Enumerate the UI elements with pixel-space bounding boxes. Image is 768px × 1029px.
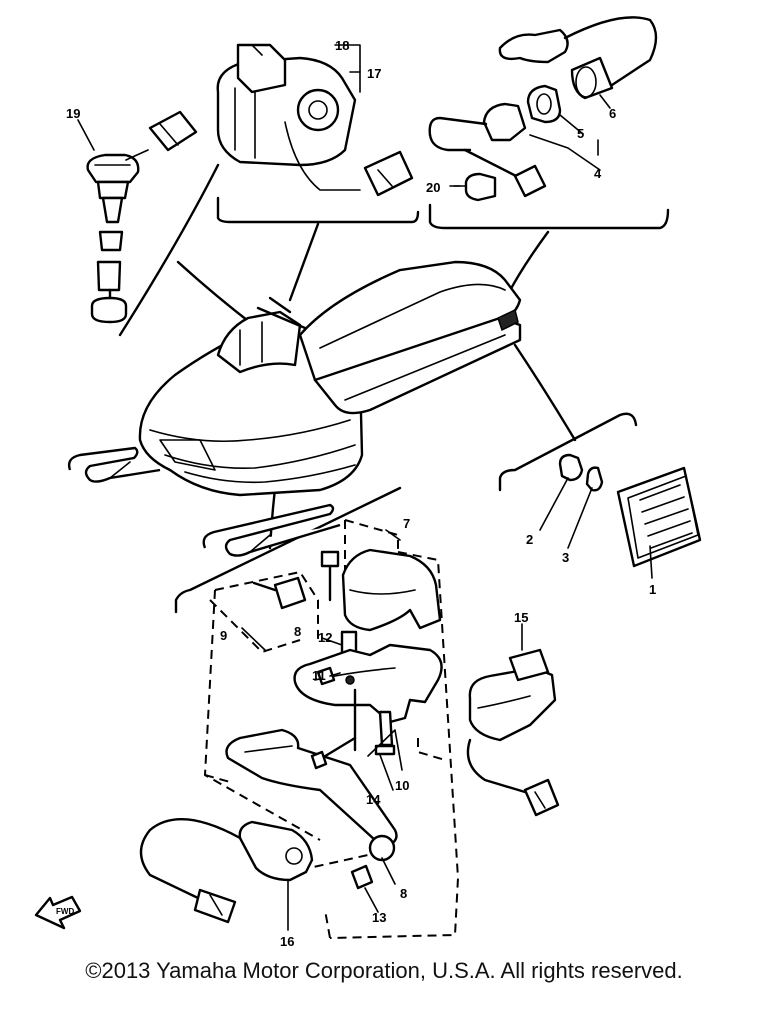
callout-20: 20 bbox=[426, 180, 440, 195]
callout-11: 11 bbox=[312, 668, 326, 683]
copyright-notice: ©2013 Yamaha Motor Corporation, U.S.A. A… bbox=[85, 958, 683, 983]
part-15-assembly bbox=[466, 648, 560, 817]
callout-17: 17 bbox=[367, 66, 381, 81]
snowmobile bbox=[67, 260, 522, 557]
callout-6: 6 bbox=[609, 106, 616, 121]
lens-hatch bbox=[639, 484, 693, 549]
part-17-18-assembly bbox=[216, 43, 414, 197]
callout-15: 15 bbox=[514, 610, 528, 625]
callout-9: 9 bbox=[220, 628, 227, 643]
callout-12: 12 bbox=[318, 630, 332, 645]
callout-16: 16 bbox=[280, 934, 294, 949]
callouts: 1 2 3 4 5 6 7 8 9 10 11 12 13 14 15 16 1… bbox=[66, 38, 656, 949]
callout-8-secondary: 8 bbox=[294, 624, 301, 639]
leader-lines bbox=[77, 44, 653, 931]
callout-10: 10 bbox=[395, 778, 409, 793]
callout-8: 8 bbox=[400, 886, 407, 901]
callout-19: 19 bbox=[66, 106, 80, 121]
fwd-arrow: FWD bbox=[34, 895, 82, 930]
part-19-assembly bbox=[86, 110, 198, 324]
callout-13: 13 bbox=[372, 910, 386, 925]
part-1-2-3-assembly bbox=[558, 453, 702, 568]
fwd-arrow-label: FWD bbox=[56, 907, 74, 916]
callout-18: 18 bbox=[335, 38, 349, 53]
callout-14: 14 bbox=[366, 792, 381, 807]
callout-4: 4 bbox=[594, 166, 602, 181]
callout-5: 5 bbox=[577, 126, 584, 141]
part-4-5-6-20-assembly bbox=[428, 16, 658, 202]
callout-3: 3 bbox=[562, 550, 569, 565]
callout-2: 2 bbox=[526, 532, 533, 547]
callout-7: 7 bbox=[403, 516, 410, 531]
callout-1: 1 bbox=[649, 582, 656, 597]
lower-assembly bbox=[139, 519, 460, 939]
